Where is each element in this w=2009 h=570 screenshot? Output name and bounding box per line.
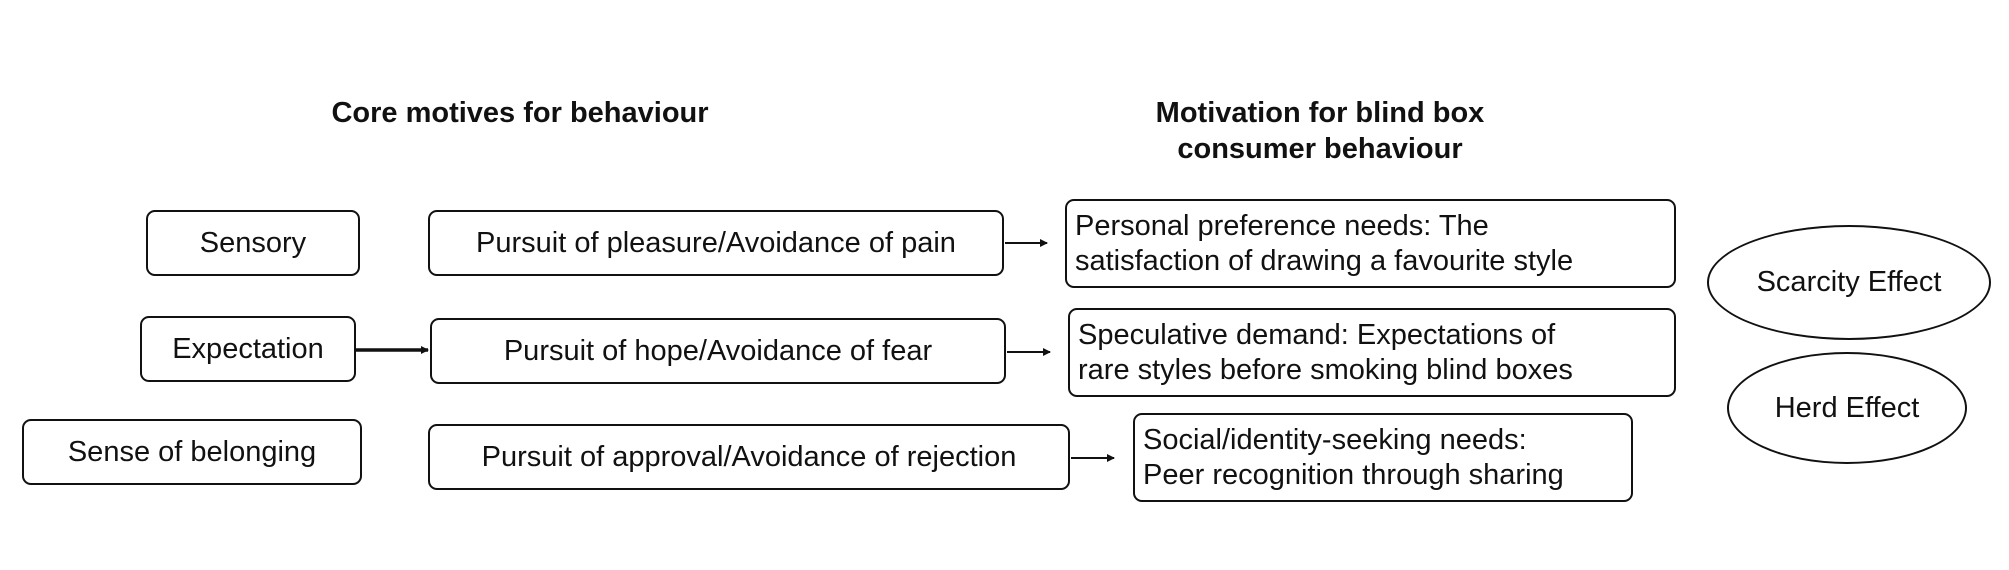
pursuit-hope-fear: Pursuit of hope/Avoidance of fear [430, 318, 1006, 384]
heading-line-2: consumer behaviour [1177, 133, 1463, 165]
need-line-2: satisfaction of drawing a favourite styl… [1075, 244, 1574, 277]
need-line-2: Peer recognition through sharing [1143, 458, 1564, 491]
motive-sense-of-belonging: Sense of belonging [22, 419, 362, 485]
need-line-2: rare styles before smoking blind boxes [1078, 353, 1573, 386]
effect-herd: Herd Effect [1727, 352, 1967, 464]
need-line-1: Speculative demand: Expectations of [1078, 318, 1556, 351]
effect-scarcity: Scarcity Effect [1707, 225, 1991, 340]
need-speculative-demand: Speculative demand: Expectations of rare… [1068, 308, 1676, 397]
motive-expectation: Expectation [140, 316, 356, 382]
need-line-1: Social/identity-seeking needs: [1143, 423, 1527, 456]
heading-core-motives: Core motives for behaviour [331, 97, 709, 129]
heading-line-1: Motivation for blind box [1155, 97, 1485, 129]
need-personal-preference: Personal preference needs: The satisfact… [1065, 199, 1676, 288]
pursuit-pleasure-pain: Pursuit of pleasure/Avoidance of pain [428, 210, 1004, 276]
heading-blind-box-motivation: Motivation for blind box consumer behavi… [1110, 95, 1530, 167]
need-social-identity: Social/identity-seeking needs: Peer reco… [1133, 413, 1633, 502]
motive-sensory: Sensory [146, 210, 360, 276]
pursuit-approval-rejection: Pursuit of approval/Avoidance of rejecti… [428, 424, 1070, 490]
need-line-1: Personal preference needs: The [1075, 209, 1489, 242]
